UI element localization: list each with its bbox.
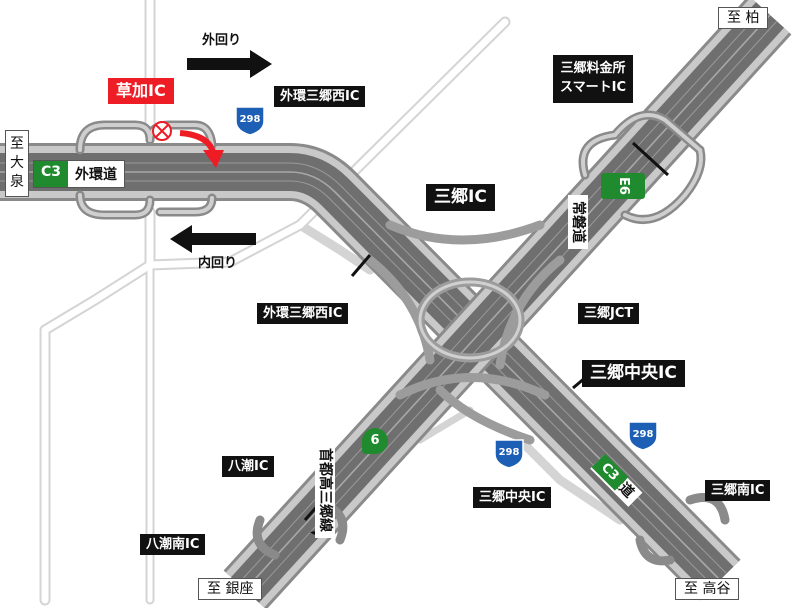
national-route-shield-icon: 298 <box>233 103 267 137</box>
jct-ramp-west <box>365 255 435 365</box>
route-298-a-shield-shape <box>235 106 265 136</box>
uchimawari-arrow-icon <box>170 225 256 253</box>
to-kashiwa-label: 至 柏 <box>718 7 769 29</box>
misato-toll-smart-ic-label: 三郷料金所 スマートIC <box>553 55 633 103</box>
toll-bar-misato <box>631 141 670 177</box>
to-ginza-label: 至 銀座 <box>198 578 263 600</box>
yashio-minami-ic-label: 八潮南IC <box>140 534 206 555</box>
local-road-southeast <box>515 435 625 525</box>
route-298-b-number: 298 <box>498 447 520 458</box>
jct-ramp-south <box>395 373 550 400</box>
yashio-ramp-w <box>252 515 280 560</box>
shutoko-misato-line-label: 首都高三郷線 <box>315 442 335 538</box>
arrow-icon <box>170 50 272 253</box>
misato-toll-line1: 三郷料金所 <box>560 61 626 76</box>
minami-ramp-sw <box>635 535 675 566</box>
route-298-a-number: 298 <box>239 114 261 125</box>
e6-shield: E6 <box>601 173 645 199</box>
gaikan-misato-nishi-ic-mid-label: 外環三郷西IC <box>257 303 349 324</box>
red-curve-arrow-icon <box>179 130 216 154</box>
sotomawari-label: 外回り <box>202 33 242 48</box>
to-oizumi-char1: 至 <box>10 136 24 152</box>
jct-ramp-north <box>385 220 545 245</box>
national-route-shield-icon: 298 <box>626 418 660 452</box>
c3-gaikando-left-plate: C3 外環道 <box>33 160 126 188</box>
c3-shield-left: C3 <box>34 161 69 187</box>
red-arrowhead-icon <box>203 150 224 168</box>
route-298-c-number: 298 <box>632 429 654 440</box>
joban-road-label: 常磐道 <box>568 195 588 249</box>
yashio-ic-label: 八潮IC <box>222 456 275 477</box>
misato-chuo-ic-big-label: 三郷中央IC <box>582 360 685 387</box>
shutoko-misato-line-plate: 首都高三郷線 <box>315 442 336 538</box>
local-road-west <box>39 206 156 606</box>
joban-road-plate: 常磐道 <box>568 195 589 249</box>
local-road-link <box>295 220 375 275</box>
misato-minami-ic-label: 三郷南IC <box>705 480 771 501</box>
sotomawari-arrow-icon <box>187 50 272 78</box>
national-route-shield-icon: 298 <box>492 436 526 470</box>
gaikan-misato-nishi-ic-top-label: 外環三郷西IC <box>274 86 366 107</box>
route-298-b-shield-shape <box>494 439 524 469</box>
circled-x-icon <box>152 121 172 141</box>
misato-chuo-ic-small-label: 三郷中央IC <box>473 487 552 508</box>
misato-ic-label: 三郷IC <box>426 184 495 211</box>
soka-ic-label: 草加IC <box>108 78 174 104</box>
to-takaya-label: 至 高谷 <box>675 578 740 600</box>
local-road-stub <box>416 406 474 444</box>
shuto-6-shield: 6 <box>362 428 388 454</box>
to-oizumi-char2: 大 <box>10 154 24 171</box>
to-oizumi-char3: 泉 <box>10 173 24 190</box>
route-298-c-shield-shape <box>628 421 658 451</box>
jct-ramp-southeast <box>435 385 535 445</box>
misato-toll-line2: スマートIC <box>560 79 626 95</box>
misato-jct-label: 三郷JCT <box>578 303 640 324</box>
jct-ramp-east <box>495 255 565 370</box>
to-oizumi-label: 至 大 泉 <box>5 130 29 197</box>
gaikando-left-label: 外環道 <box>75 167 118 183</box>
uchimawari-label: 内回り <box>198 256 238 271</box>
toll-bar-gaikan-west <box>350 254 372 277</box>
